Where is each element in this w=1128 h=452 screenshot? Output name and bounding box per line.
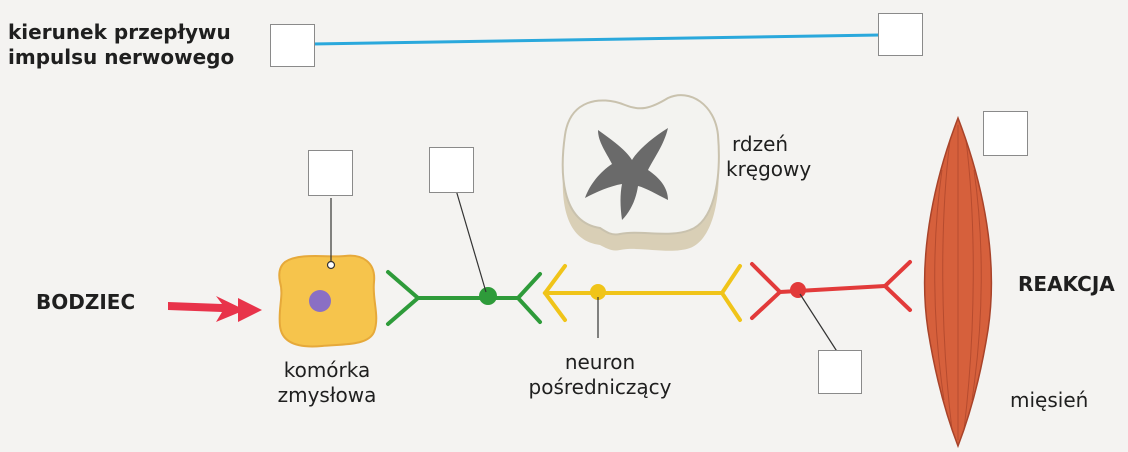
receptor-cell bbox=[279, 198, 376, 346]
answer-box-muscle[interactable] bbox=[983, 111, 1028, 156]
spinal-cord-label: rdzeń kręgowy bbox=[732, 132, 811, 182]
interneuron bbox=[545, 266, 740, 320]
receptor-label-line1: komórka bbox=[252, 358, 402, 383]
answer-box-legend-right[interactable] bbox=[878, 13, 923, 56]
muscle-illustration bbox=[925, 118, 992, 446]
reaction-label: REAKCJA bbox=[1018, 272, 1115, 297]
receptor-label: komórka zmysłowa bbox=[252, 358, 402, 408]
interneuron-label-line2: pośredniczący bbox=[505, 375, 695, 400]
impulse-direction-line bbox=[312, 35, 880, 44]
answer-box-motor-neuron[interactable] bbox=[818, 350, 862, 394]
interneuron-label: neuron pośredniczący bbox=[505, 350, 695, 400]
spinal-cord-illustration bbox=[563, 95, 719, 251]
nucleus bbox=[309, 290, 331, 312]
answer-box-receptor[interactable] bbox=[308, 150, 353, 196]
stimulus-arrow-icon bbox=[168, 296, 262, 322]
motor-neuron bbox=[752, 262, 910, 318]
muscle-label: mięsień bbox=[1010, 388, 1088, 413]
spinal-cord-label-line1: rdzeń bbox=[732, 132, 811, 157]
spinal-cord-label-line2: kręgowy bbox=[726, 157, 811, 182]
interneuron-label-line1: neuron bbox=[505, 350, 695, 375]
legend-label: kierunek przepływu impulsu nerwowego bbox=[8, 20, 258, 70]
legend-line1: kierunek przepływu bbox=[8, 20, 258, 45]
stimulus-label: BODZIEC bbox=[36, 290, 135, 315]
receptor-label-line2: zmysłowa bbox=[252, 383, 402, 408]
sensory-neuron bbox=[388, 272, 540, 324]
answer-box-sensory-neuron[interactable] bbox=[429, 147, 474, 193]
legend-line2: impulsu nerwowego bbox=[8, 45, 258, 70]
answer-box-legend-left[interactable] bbox=[270, 24, 315, 67]
